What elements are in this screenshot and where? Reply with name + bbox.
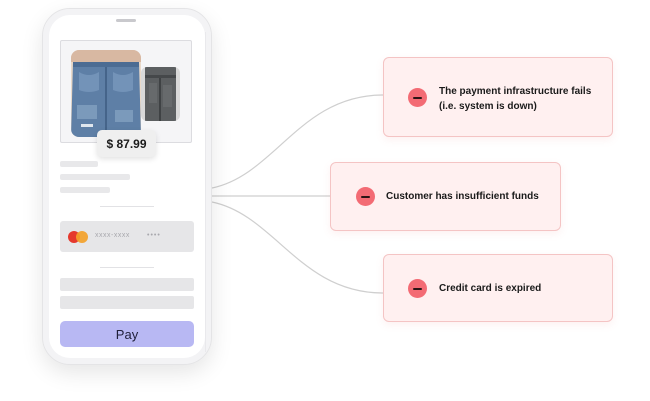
phone-edge [205, 32, 206, 352]
product-detail-placeholder [60, 187, 110, 193]
form-field-placeholder[interactable] [60, 296, 194, 309]
failure-line-2: (i.e. system is down) [439, 101, 537, 112]
product-detail-placeholder [60, 174, 130, 180]
section-divider [100, 267, 154, 268]
minus-circle-icon [408, 88, 427, 107]
minus-circle-icon [356, 187, 375, 206]
failure-line-1: Credit card is expired [439, 283, 542, 294]
form-field-placeholder[interactable] [60, 278, 194, 291]
failure-line-1: The payment infrastructure fails [439, 86, 592, 97]
product-title-placeholder [60, 161, 98, 167]
card-last-digits-masked: •••• [147, 232, 161, 239]
failure-text-insufficient-funds: Customer has insufficient funds [386, 189, 556, 204]
failure-text-system-down: The payment infrastructure fails (i.e. s… [439, 84, 609, 114]
failure-text-card-expired: Credit card is expired [439, 281, 609, 296]
connector-to-failure-1 [211, 94, 384, 189]
card-number-masked: xxxx-xxxx [95, 232, 130, 239]
price-tag: $ 87.99 [97, 130, 156, 157]
product-image-blue-jeans[interactable] [71, 50, 141, 137]
minus-circle-icon [408, 279, 427, 298]
failure-line-1: Customer has insufficient funds [386, 191, 539, 202]
section-divider [100, 206, 154, 207]
product-thumbnail-gray-jeans[interactable] [141, 67, 180, 121]
price-value: $ 87.99 [106, 136, 147, 151]
mastercard-icon-overlap [76, 231, 88, 243]
pay-button[interactable]: Pay [60, 321, 194, 347]
phone-speaker [116, 19, 136, 22]
connector-to-failure-3 [211, 201, 384, 294]
pay-button-label: Pay [115, 326, 139, 342]
